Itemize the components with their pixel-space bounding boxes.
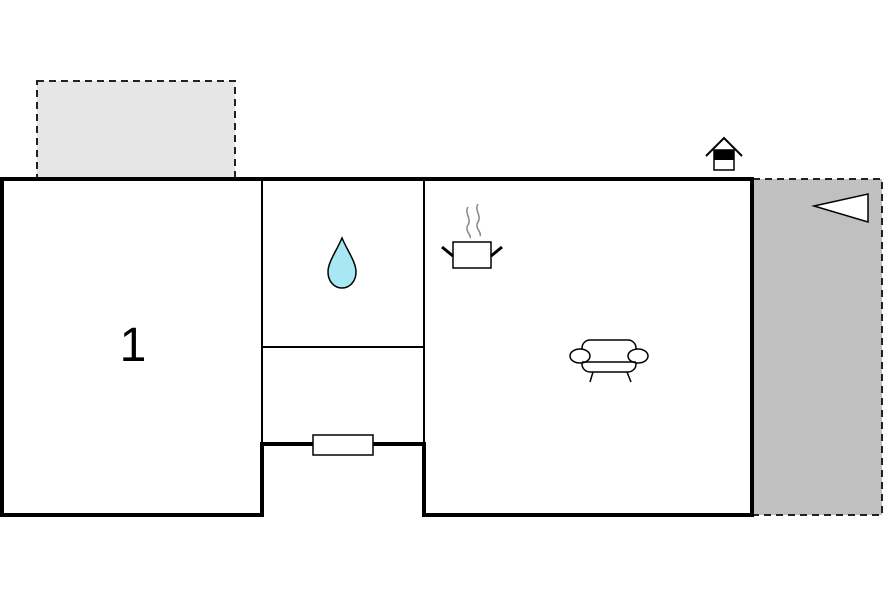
entrance-icon <box>705 136 743 171</box>
compass-triangle-icon <box>811 193 869 224</box>
terrace-top-left <box>36 80 236 180</box>
entrance-door <box>312 434 374 456</box>
room-label-1: 1 <box>120 319 147 372</box>
sofa-icon <box>569 339 649 383</box>
water-drop-icon <box>327 236 357 289</box>
terrace-right <box>752 178 883 516</box>
cooking-pot-icon <box>441 203 503 269</box>
